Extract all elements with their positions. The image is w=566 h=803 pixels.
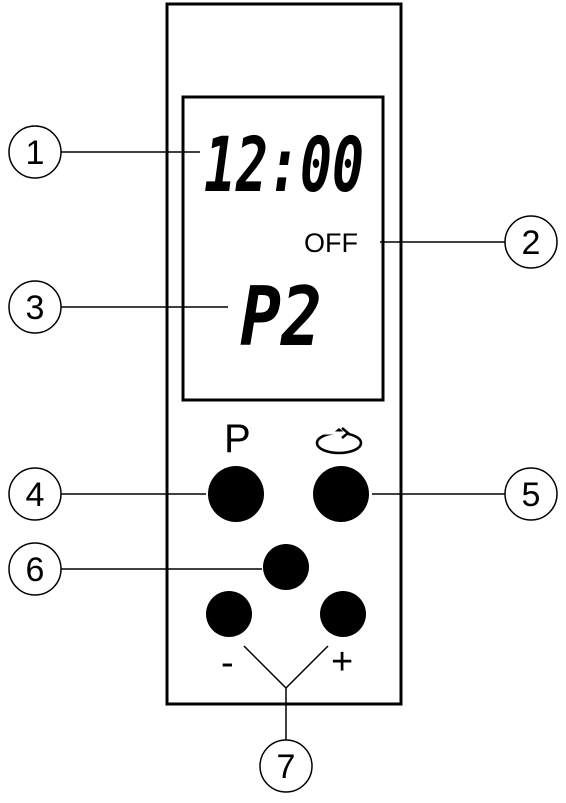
- callout-2: 2: [504, 215, 558, 269]
- callout-7-leader: [243, 645, 329, 740]
- plus-button[interactable]: [320, 591, 366, 637]
- svg-text:7: 7: [277, 748, 296, 786]
- callout-6: 6: [8, 542, 62, 596]
- lcd-program: P2: [240, 270, 322, 365]
- minus-label: -: [221, 642, 234, 684]
- callout-leaders: [61, 151, 508, 570]
- lcd-screen: [181, 95, 385, 402]
- callout-1: 1: [8, 125, 62, 179]
- cycle-button[interactable]: [313, 466, 369, 522]
- minus-button[interactable]: [206, 591, 252, 637]
- p-button-label: P: [224, 417, 251, 461]
- svg-text:4: 4: [26, 476, 45, 514]
- svg-text:1: 1: [26, 134, 45, 172]
- p-button[interactable]: [208, 466, 264, 522]
- center-button[interactable]: [263, 544, 309, 590]
- svg-text:6: 6: [26, 551, 45, 589]
- svg-text:2: 2: [522, 224, 541, 262]
- callout-3: 3: [8, 280, 62, 334]
- callout-4: 4: [8, 467, 62, 521]
- svg-text:5: 5: [522, 476, 541, 514]
- lcd-time: 12:00: [204, 120, 364, 209]
- plus-label: +: [331, 641, 353, 683]
- callout-5: 5: [504, 467, 558, 521]
- lcd-status-off: OFF: [304, 228, 358, 258]
- cycle-icon: [315, 427, 363, 455]
- callout-7: 7: [259, 739, 313, 793]
- svg-text:3: 3: [26, 289, 45, 327]
